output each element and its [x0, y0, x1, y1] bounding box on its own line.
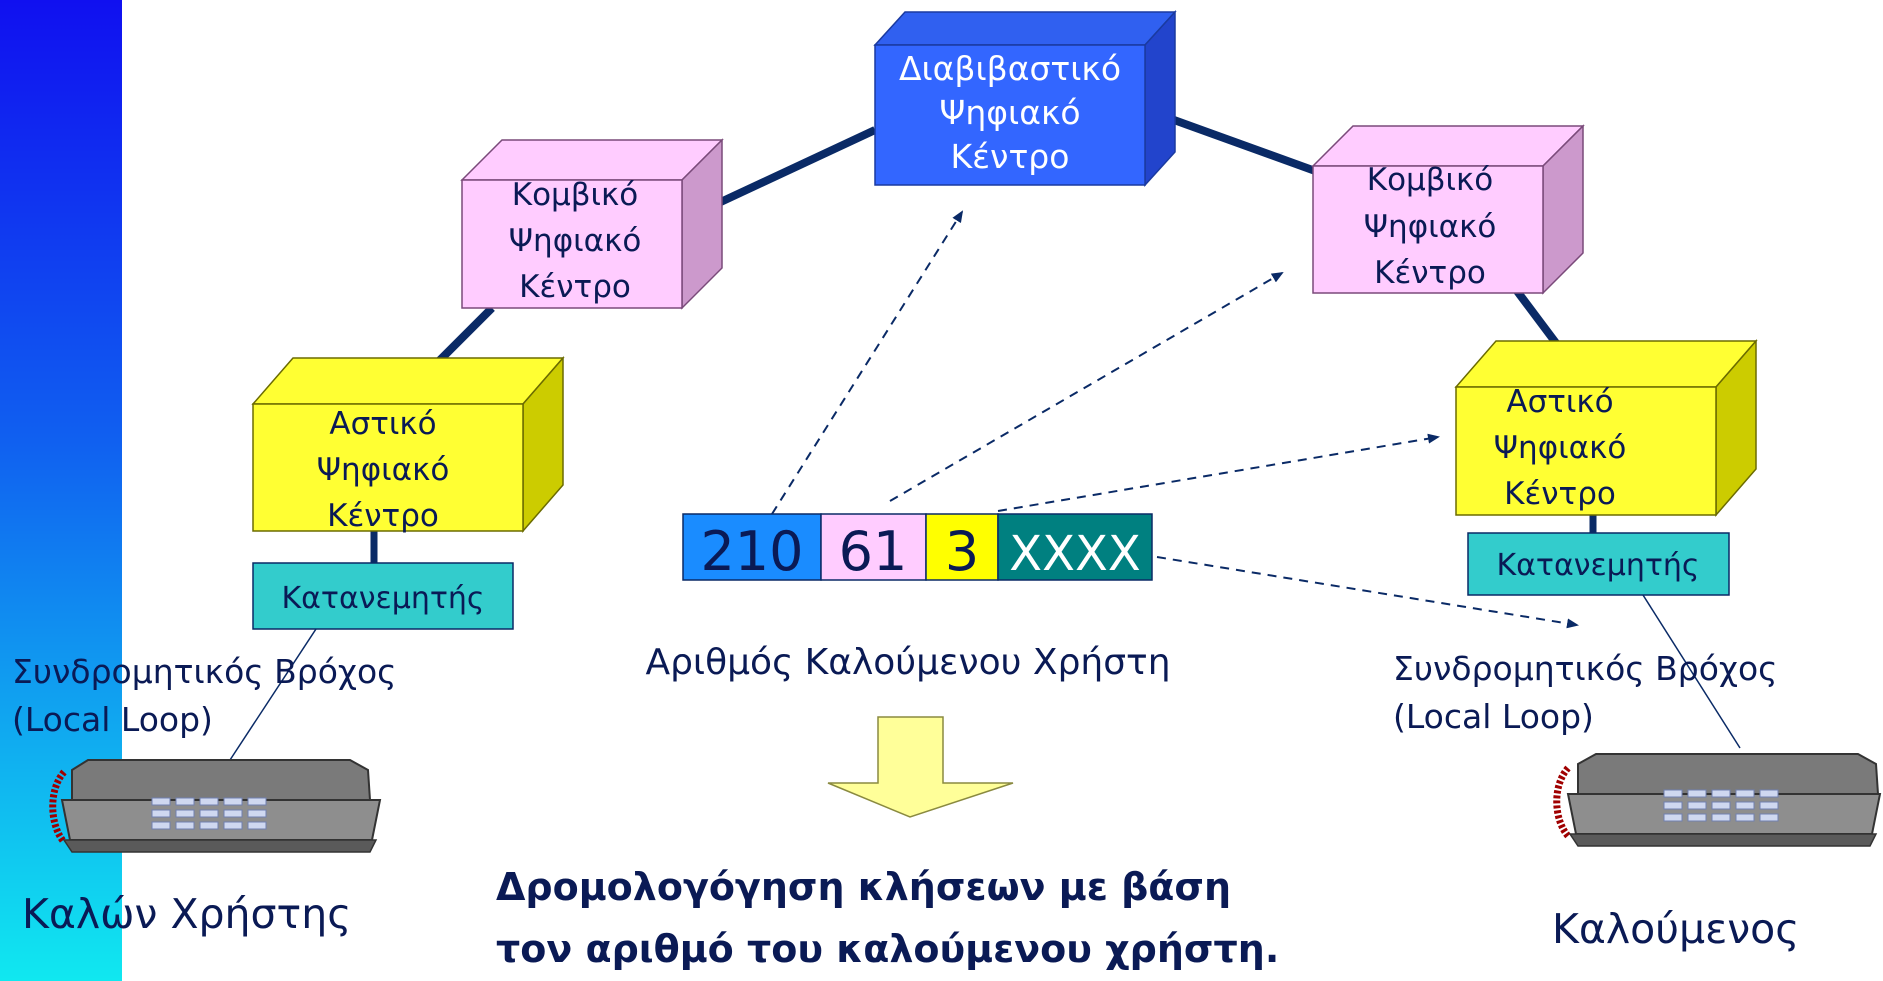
- arrow-to-node-right: [889, 271, 1284, 502]
- digit-61-box: [820, 513, 927, 581]
- transit-center-box: Διαβιβαστικό Ψηφιακό Κέντρο: [873, 10, 1177, 187]
- down-arrow-icon: [827, 716, 1014, 818]
- local-right-line-3: Κέντρο: [1504, 476, 1616, 512]
- link-node-left-to-transit: [693, 126, 877, 218]
- digit-3: 3: [945, 520, 979, 583]
- node-left-box: Κομβικό Ψηφιακό Κέντρο: [460, 138, 724, 310]
- arrow-to-local-right: [997, 433, 1440, 512]
- local-left-front: [252, 403, 524, 532]
- node-left-line-3: Κέντρο: [519, 269, 631, 305]
- telephone-left-icon: [49, 759, 382, 853]
- loop-right-line-1: Συνδρομητικός Βρόχος: [1393, 649, 1778, 688]
- caller-label: Καλών Χρήστης: [22, 890, 351, 938]
- loop-right-line-2: (Local Loop): [1393, 697, 1594, 736]
- local-left-line-3: Κέντρο: [327, 498, 439, 534]
- node-right-line-1: Κομβικό: [1367, 162, 1494, 198]
- loop-left-line-2: (Local Loop): [12, 700, 213, 739]
- transit-box-top: [873, 11, 1177, 46]
- local-right-line-2: Ψηφιακό: [1494, 430, 1627, 466]
- node-left-line-1: Κομβικό: [512, 177, 639, 213]
- transit-box-front: [874, 44, 1146, 186]
- loop-left-line-1: Συνδρομητικός Βρόχος: [12, 652, 397, 691]
- called-number: 210 61 3 XXXX: [682, 513, 1153, 583]
- transit-line-2: Ψηφιακό: [939, 93, 1080, 132]
- callee-label: Καλούμενος: [1552, 905, 1799, 953]
- number-caption: Αριθμός Καλούμενου Χρήστη: [645, 642, 1170, 683]
- node-right-line-3: Κέντρο: [1374, 255, 1486, 291]
- local-left-top: [251, 357, 565, 405]
- distributor-left-label: Κατανεμητής: [281, 581, 484, 616]
- distributor-left: Κατανεμητής: [252, 562, 514, 630]
- distributor-left-box: [252, 562, 514, 630]
- node-right-box: Κομβικό Ψηφιακό Κέντρο: [1311, 124, 1585, 295]
- loop-wire-left: [229, 628, 317, 761]
- node-right-front: [1312, 165, 1544, 294]
- loop-wire-right: [1642, 594, 1741, 749]
- node-left-line-2: Ψηφιακό: [509, 223, 642, 259]
- digit-61: 61: [839, 520, 908, 583]
- distributor-right: Κατανεμητής: [1467, 532, 1730, 596]
- loop-wires: [229, 594, 1741, 761]
- node-right-top: [1311, 125, 1585, 167]
- arrow-to-transit: [771, 210, 964, 515]
- local-right-top: [1454, 340, 1758, 388]
- distributor-right-box: [1467, 532, 1730, 596]
- transit-line-3: Κέντρο: [951, 137, 1070, 176]
- routing-text-line-2: τον αριθμό του καλούμενου χρήστη.: [496, 927, 1279, 971]
- local-right-front: [1455, 386, 1717, 516]
- distributor-right-label: Κατανεμητής: [1496, 548, 1699, 583]
- node-left-top: [460, 139, 724, 181]
- arrow-to-subscriber: [1156, 556, 1579, 629]
- telephone-right-icon: [1553, 753, 1882, 847]
- local-left-line-1: Αστικό: [329, 406, 436, 442]
- digit-xxxx-box: [997, 513, 1153, 581]
- digit-210: 210: [700, 520, 803, 583]
- local-left-box: Αστικό Ψηφιακό Κέντρο: [251, 355, 565, 534]
- node-right-line-2: Ψηφιακό: [1364, 209, 1497, 245]
- node-left-front: [461, 179, 683, 309]
- local-right-box: Αστικό Ψηφιακό Κέντρο: [1454, 338, 1758, 518]
- routing-text-line-1: Δρομολογόγηση κλήσεων με βάση: [496, 865, 1231, 909]
- digit-xxxx: XXXX: [1009, 526, 1141, 582]
- routing-arrows: [771, 210, 1579, 629]
- local-right-line-1: Αστικό: [1506, 384, 1613, 420]
- local-left-line-2: Ψηφιακό: [317, 452, 450, 488]
- transit-line-1: Διαβιβαστικό: [899, 49, 1121, 88]
